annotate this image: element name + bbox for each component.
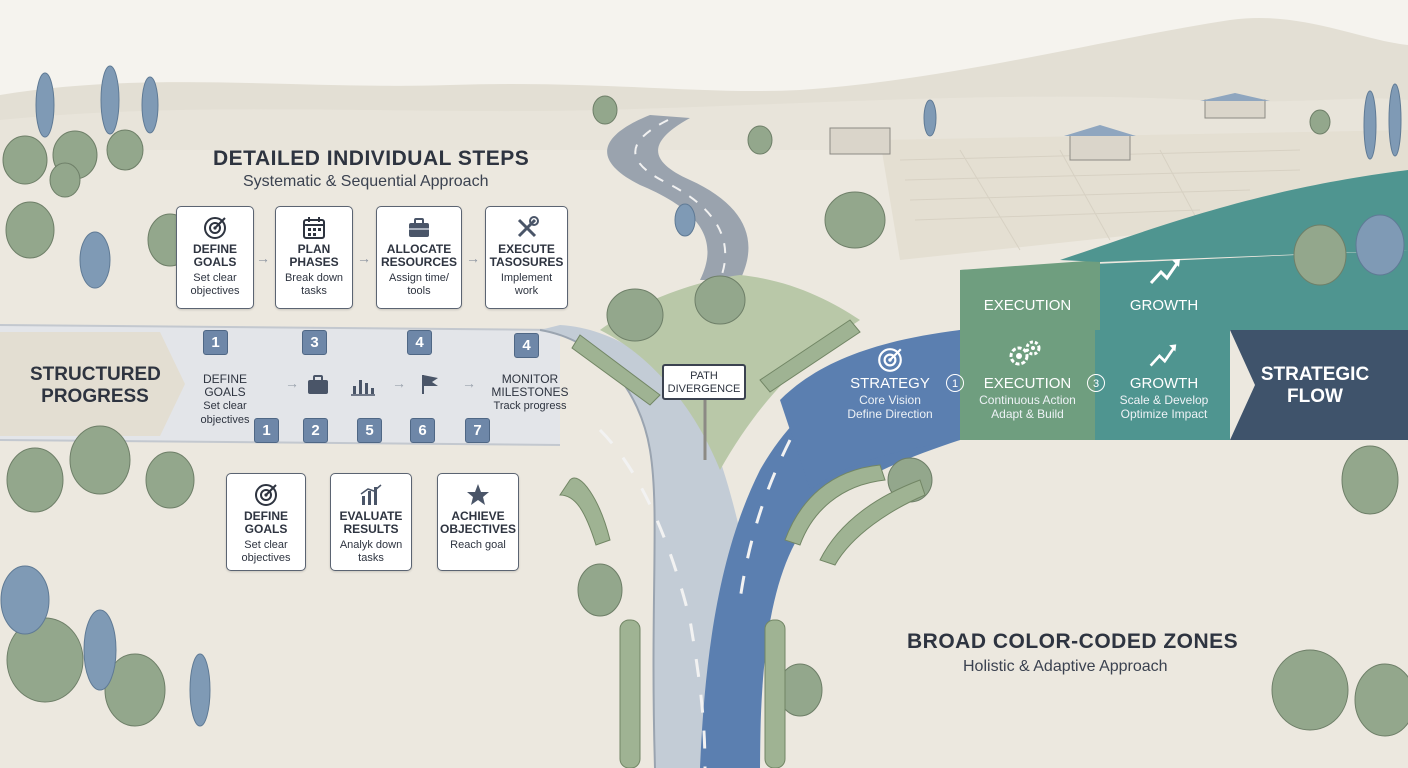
arrow-right-icon: → (392, 375, 406, 391)
zone-execution-title: EXECUTION (983, 375, 1072, 392)
strategic-flow-banner: STRATEGIC FLOW (1255, 364, 1375, 408)
right-panel-title: BROAD COLOR-CODED ZONES (907, 630, 1239, 653)
structured-progress-banner: STRUCTURED PROGRESS (30, 364, 161, 408)
left-panel-subtitle: Systematic & Sequential Approach (243, 173, 489, 190)
step-number-badge: 5 (357, 418, 382, 443)
banner-line: STRATEGIC (1260, 364, 1370, 385)
briefcase-icon (409, 218, 429, 237)
bar-chart-icon (360, 484, 382, 505)
banner-line: STRUCTURED (30, 364, 161, 385)
step-number-badge: 6 (410, 418, 435, 443)
star-icon (467, 484, 489, 505)
tools-icon (517, 216, 539, 238)
path-divergence-sign: PATH DIVERGENCE (662, 364, 746, 400)
step-number-badge: 1 (254, 418, 279, 443)
briefcase-icon (308, 375, 328, 394)
flag-icon (422, 375, 438, 394)
step-number-badge: 2 (303, 418, 328, 443)
gears-icon (1009, 340, 1041, 366)
step-number-badge: 7 (465, 418, 490, 443)
target-icon (204, 217, 226, 239)
arrow-right-icon: → (285, 375, 299, 391)
zone-number-badge: 1 (946, 374, 964, 392)
arrow-right-icon: → (357, 250, 371, 266)
trend-up-icon (1149, 344, 1177, 367)
step-number-badge: 4 (407, 330, 432, 355)
arrow-right-icon: → (256, 250, 270, 266)
sign-line: DIVERGENCE (667, 383, 741, 395)
upper-zone-growth: GROWTH (1129, 297, 1199, 314)
upper-zone-execution: EXECUTION (983, 297, 1072, 314)
arrow-right-icon: → (466, 250, 480, 266)
bar-chart-icon (351, 380, 375, 396)
card-desc: Reach goal (450, 539, 506, 551)
calendar-icon (303, 217, 325, 239)
zone-number-badge: 3 (1087, 374, 1105, 392)
banner-line: FLOW (1287, 386, 1343, 407)
step-number-badge: 3 (302, 330, 327, 355)
left-panel-title: DETAILED INDIVIDUAL STEPS (213, 147, 530, 170)
arrow-right-icon: → (462, 375, 476, 391)
target-icon (878, 348, 902, 372)
card-desc: Assign time/tools (389, 272, 449, 297)
step-number-badge: 1 (203, 330, 228, 355)
trend-up-icon (1149, 259, 1180, 285)
step-number-badge: 4 (514, 333, 539, 358)
right-panel-subtitle: Holistic & Adaptive Approach (963, 658, 1168, 675)
sign-line: PATH (690, 370, 718, 382)
target-icon (255, 484, 277, 506)
zone-growth-title: GROWTH (1129, 375, 1199, 392)
zone-strategy-title: STRATEGY (850, 375, 930, 392)
banner-line: PROGRESS (41, 386, 149, 407)
